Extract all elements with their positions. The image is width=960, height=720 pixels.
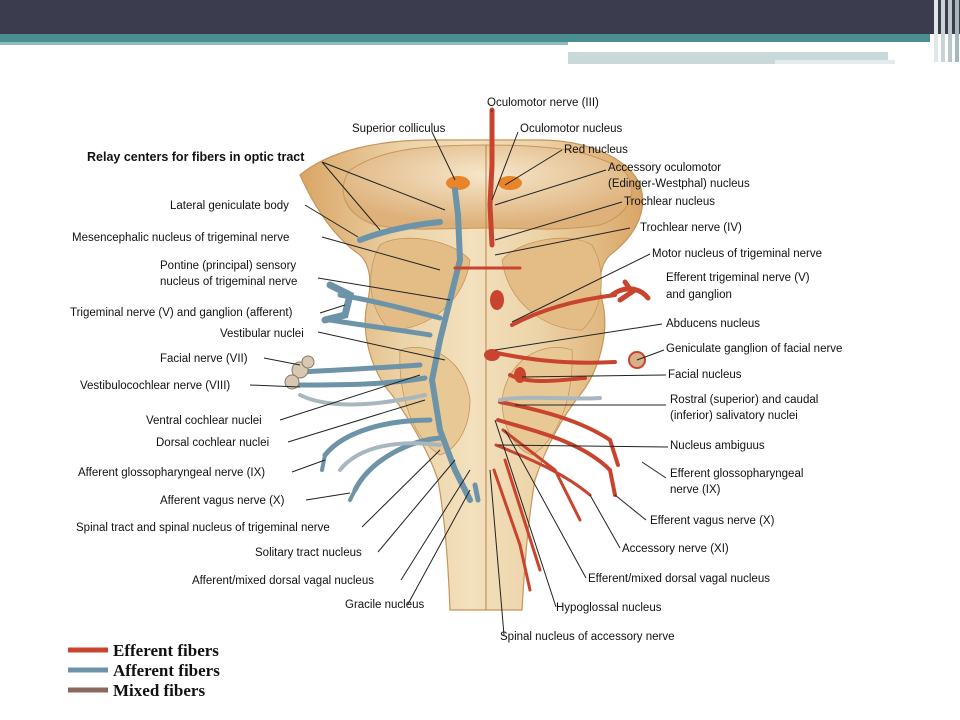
label-afferent-dorsal-vagal: Afferent/mixed dorsal vagal nucleus <box>192 575 374 587</box>
right-labels: Oculomotor nerve (III) Oculomotor nucleu… <box>487 97 842 643</box>
slide-accent-stripe <box>0 34 930 42</box>
label-efferent-vagus: Efferent vagus nerve (X) <box>650 515 775 527</box>
label-red-nucleus: Red nucleus <box>564 144 628 156</box>
label-vestibulocochlear-nerve: Vestibulocochlear nerve (VIII) <box>80 380 230 392</box>
slide-corner-bar <box>948 0 952 62</box>
label-pontine-sensory-line2: nucleus of trigeminal nerve <box>160 276 297 288</box>
label-solitary-tract-nucleus: Solitary tract nucleus <box>255 547 362 559</box>
label-afferent-glossopharyngeal: Afferent glossopharyngeal nerve (IX) <box>78 467 265 479</box>
label-hypoglossal-nucleus: Hypoglossal nucleus <box>556 602 662 614</box>
leader-lines <box>249 110 669 636</box>
label-pontine-sensory-line1: Pontine (principal) sensory <box>160 260 296 272</box>
label-facial-nucleus: Facial nucleus <box>668 369 742 381</box>
label-afferent-vagus: Afferent vagus nerve (X) <box>160 495 285 507</box>
label-superior-colliculus: Superior colliculus <box>352 123 446 135</box>
brainstem-illustration <box>299 139 644 611</box>
label-trochlear-nucleus: Trochlear nucleus <box>624 196 715 208</box>
slide-accent-stripe-thin <box>0 42 568 45</box>
left-labels: Relay centers for fibers in optic tract … <box>70 123 446 611</box>
label-mesencephalic-nucleus-trigeminal: Mesencephalic nucleus of trigeminal nerv… <box>72 232 289 244</box>
label-efferent-trigeminal-line2: and ganglion <box>666 289 732 301</box>
label-dorsal-cochlear-nuclei: Dorsal cochlear nuclei <box>156 437 269 449</box>
label-abducens-nucleus: Abducens nucleus <box>666 318 760 330</box>
label-gracile-nucleus: Gracile nucleus <box>345 599 425 611</box>
label-trigeminal-nerve-afferent: Trigeminal nerve (V) and ganglion (affer… <box>70 307 293 319</box>
label-accessory-nerve: Accessory nerve (XI) <box>622 543 729 555</box>
label-spinal-nucleus-accessory: Spinal nucleus of accessory nerve <box>500 631 675 643</box>
label-nucleus-ambiguus: Nucleus ambiguus <box>670 440 765 452</box>
legend: Efferent fibers Afferent fibers Mixed fi… <box>68 641 220 700</box>
label-salivatory-line1: Rostral (superior) and caudal <box>670 394 818 406</box>
label-ventral-cochlear-nuclei: Ventral cochlear nuclei <box>146 415 262 427</box>
label-accessory-oculomotor-line1: Accessory oculomotor <box>608 162 721 174</box>
label-spinal-tract-trigeminal: Spinal tract and spinal nucleus of trige… <box>76 522 330 534</box>
label-motor-nucleus-trigeminal: Motor nucleus of trigeminal nerve <box>652 248 822 260</box>
label-geniculate-ganglion: Geniculate ganglion of facial nerve <box>666 343 842 355</box>
afferent-pathways <box>284 187 481 503</box>
legend-label-afferent: Afferent fibers <box>113 661 220 680</box>
label-oculomotor-nerve: Oculomotor nerve (III) <box>487 97 599 109</box>
slide-header-bar <box>0 0 960 34</box>
label-accessory-oculomotor-line2: (Edinger-Westphal) nucleus <box>608 178 750 190</box>
efferent-pathways <box>453 107 651 592</box>
slide-accent-stripe-light <box>775 60 895 64</box>
label-trochlear-nerve: Trochlear nerve (IV) <box>640 222 742 234</box>
label-efferent-glossopharyngeal-line2: nerve (IX) <box>670 484 721 496</box>
label-oculomotor-nucleus: Oculomotor nucleus <box>520 123 623 135</box>
slide-corner-bar <box>941 0 945 62</box>
slide-corner-bar <box>934 0 938 62</box>
label-vestibular-nuclei: Vestibular nuclei <box>220 328 304 340</box>
label-efferent-glossopharyngeal-line1: Efferent glossopharyngeal <box>670 468 803 480</box>
legend-label-mixed: Mixed fibers <box>113 681 205 700</box>
label-relay-centers-optic-tract: Relay centers for fibers in optic tract <box>87 150 305 164</box>
label-efferent-trigeminal-line1: Efferent trigeminal nerve (V) <box>666 272 810 284</box>
label-facial-nerve: Facial nerve (VII) <box>160 353 248 365</box>
label-salivatory-line2: (inferior) salivatory nuclei <box>670 410 798 422</box>
slide-corner-bar <box>955 0 959 62</box>
legend-label-efferent: Efferent fibers <box>113 641 219 660</box>
label-lateral-geniculate-body: Lateral geniculate body <box>170 200 289 212</box>
label-efferent-dorsal-vagal: Efferent/mixed dorsal vagal nucleus <box>588 573 770 585</box>
